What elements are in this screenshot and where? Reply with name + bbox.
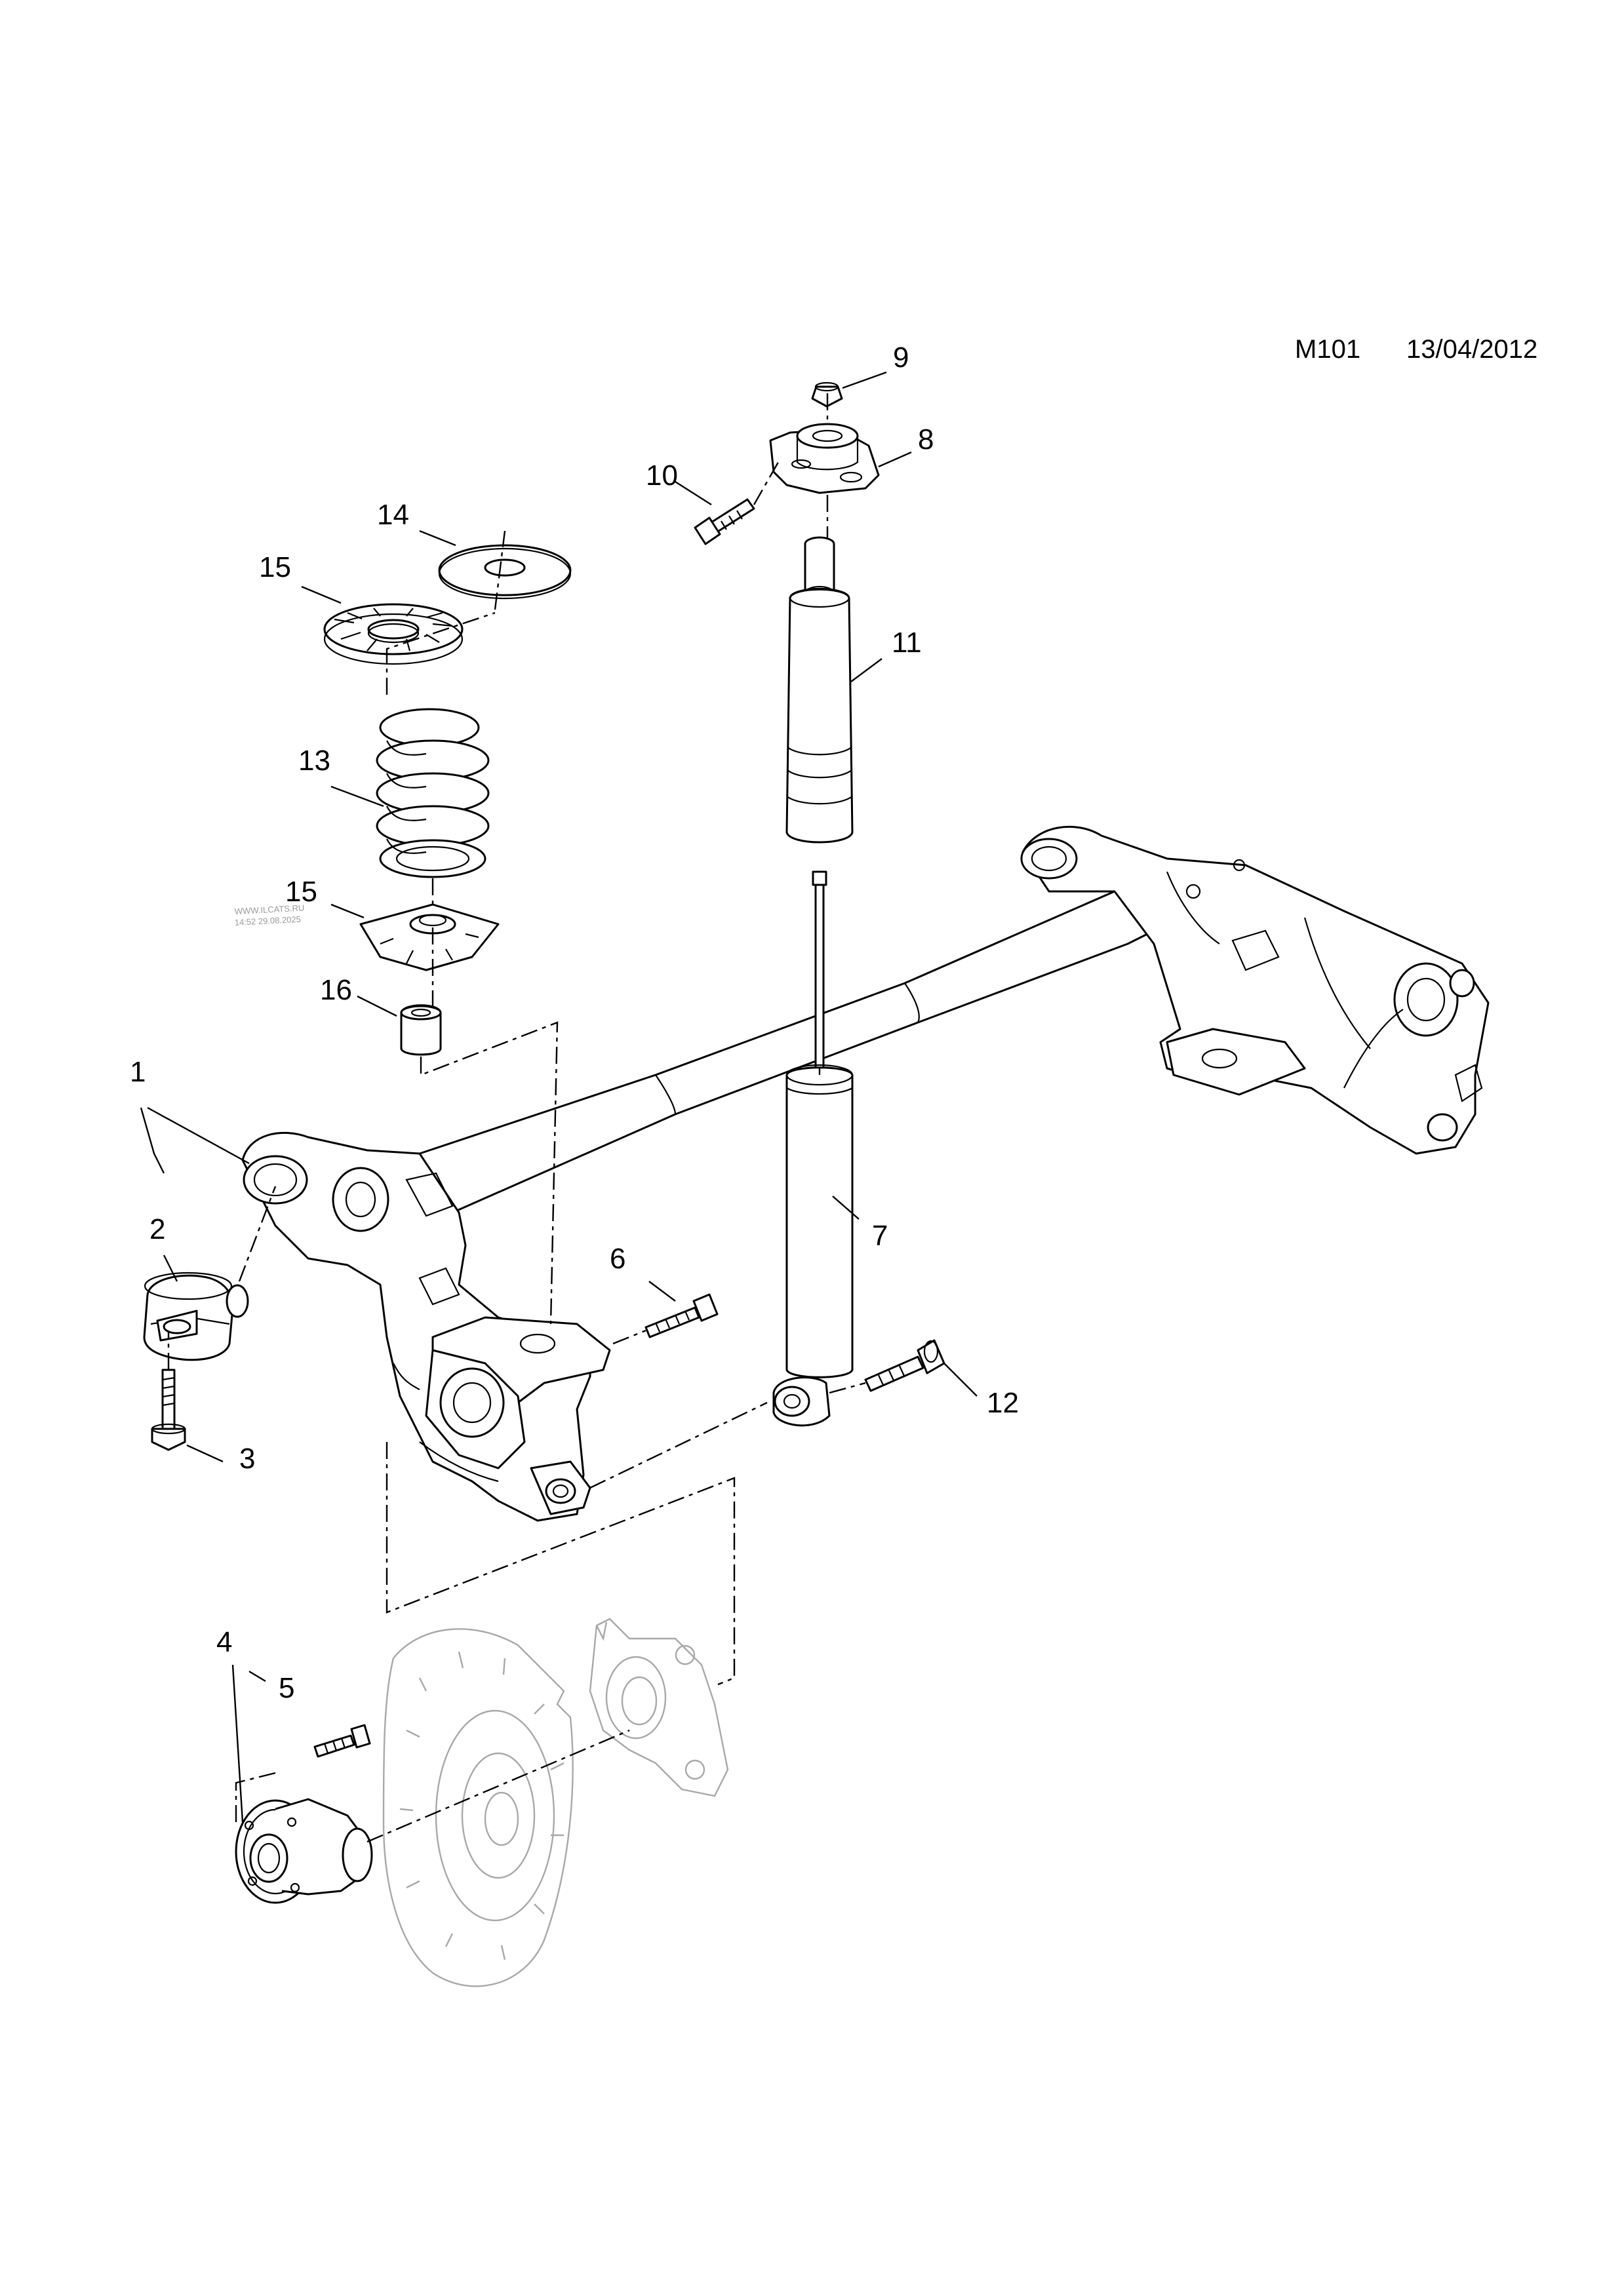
callout-10: 10 — [646, 459, 678, 492]
watermark-line-2: 14:52 29.08.2025 — [234, 914, 301, 927]
hub-bolt — [313, 1724, 371, 1758]
brake-caliper-bracket — [589, 1618, 729, 1797]
callout-14: 14 — [377, 499, 409, 531]
callout-1: 1 — [130, 1056, 146, 1088]
callout-labels: 1 2 3 4 5 6 7 8 9 10 11 12 13 14 15 15 1… — [130, 341, 1019, 1704]
callout-16: 16 — [320, 974, 352, 1006]
leader-lines — [140, 371, 978, 1823]
spring-seat-bolt — [644, 1293, 719, 1338]
callout-2: 2 — [149, 1213, 165, 1245]
shock-absorber — [772, 870, 854, 1427]
watermark-line-1: WWW.ILCATS.RU — [234, 903, 304, 916]
bushing-bolt — [151, 1369, 186, 1451]
spring-upper-washer — [438, 544, 572, 600]
diagram-date: 13/04/2012 — [1406, 335, 1537, 364]
shock-top-mount — [769, 423, 880, 494]
rear-axle-beam — [241, 825, 1490, 1522]
callout-11: 11 — [892, 627, 922, 659]
callout-15-upper: 15 — [259, 551, 291, 583]
callout-6: 6 — [610, 1243, 625, 1275]
shock-lower-bolt — [864, 1339, 945, 1392]
callout-13: 13 — [298, 745, 330, 777]
callout-9: 9 — [893, 341, 909, 374]
spring-lower-insulator — [359, 903, 500, 971]
callout-5: 5 — [279, 1672, 294, 1704]
callout-8: 8 — [918, 423, 934, 456]
shock-dust-boot — [785, 536, 854, 844]
callout-15-lower: 15 — [285, 876, 317, 908]
coil-spring — [376, 708, 490, 878]
axle-pivot-bushing — [143, 1272, 249, 1361]
top-mount-bolt — [694, 498, 755, 545]
callout-7: 7 — [872, 1220, 888, 1252]
bump-stop — [400, 1004, 442, 1056]
callout-4: 4 — [216, 1626, 232, 1658]
callout-3: 3 — [239, 1443, 255, 1475]
brake-backing-plate — [382, 1628, 574, 1987]
spring-upper-insulator — [323, 603, 464, 665]
wheel-hub-bearing — [235, 1798, 373, 1904]
callout-12: 12 — [987, 1387, 1019, 1419]
assembly-lines — [167, 393, 866, 1843]
diagram-code: M101 — [1295, 335, 1360, 364]
